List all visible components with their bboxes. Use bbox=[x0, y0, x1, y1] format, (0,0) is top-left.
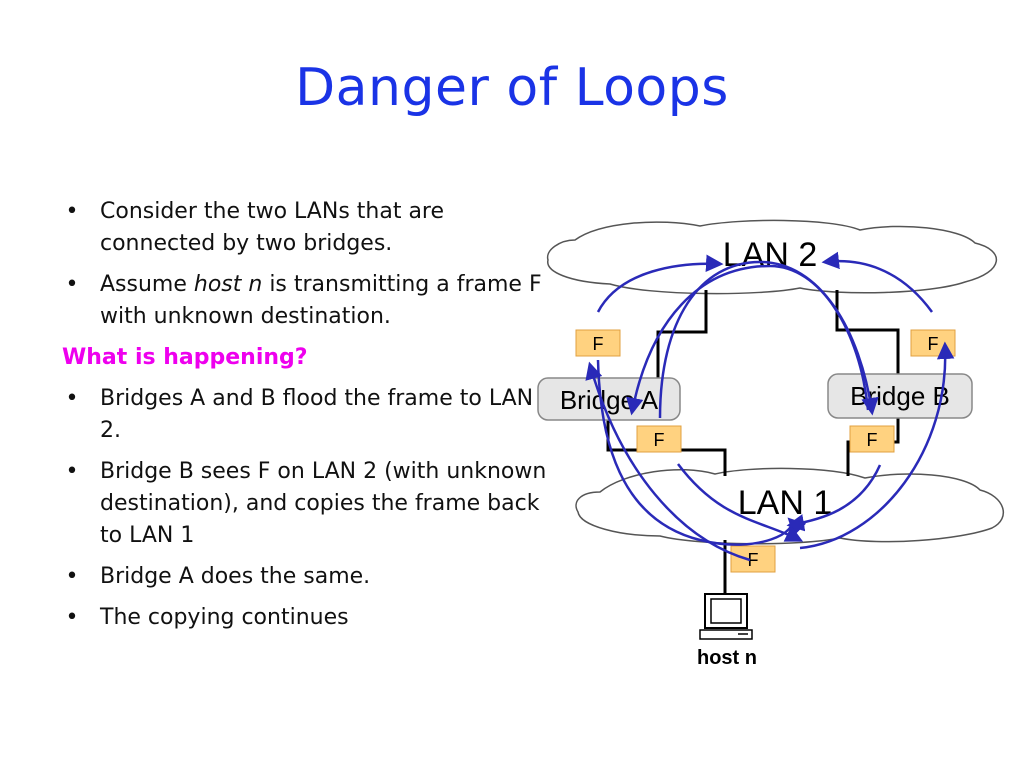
arrow-lan1-to-b bbox=[799, 341, 955, 550]
bullet-item: • Consider the two LANs that are connect… bbox=[62, 196, 552, 260]
bridge-a-lan2-link bbox=[656, 290, 708, 378]
frame-label: F bbox=[748, 550, 759, 570]
host-label: host n bbox=[697, 647, 757, 669]
frame-label: F bbox=[928, 334, 939, 354]
bridge-b: Bridge B bbox=[827, 373, 973, 419]
lan1-cloud: LAN 1 bbox=[575, 467, 1004, 545]
bullet-item: • Bridges A and B flood the frame to LAN… bbox=[62, 383, 552, 447]
arrow-lan2-to-a bbox=[626, 264, 870, 416]
bullet-text-post: is transmitting a frame F with unknown d… bbox=[100, 272, 542, 329]
bullet-text-pre: Assume bbox=[100, 272, 194, 297]
lan2-label: LAN 2 bbox=[723, 236, 818, 274]
frame-box-a-top: F bbox=[575, 329, 621, 357]
lan1-label: LAN 1 bbox=[738, 484, 833, 522]
bridge-a-label: Bridge A bbox=[560, 385, 659, 415]
bullet-text: The copying continues bbox=[100, 605, 349, 630]
frame-label: F bbox=[867, 430, 878, 450]
arrow-lan1-to-a bbox=[585, 361, 751, 562]
arrow-a-to-lan2 bbox=[596, 254, 724, 313]
bullet-item: • The copying continues bbox=[62, 602, 552, 634]
bullet-text: Bridge B sees F on LAN 2 (with unknown d… bbox=[100, 459, 547, 548]
frame-box-b-bottom: F bbox=[849, 425, 895, 453]
bullet-text-emphasis: host n bbox=[193, 272, 263, 297]
bullet-marker: • bbox=[65, 199, 79, 224]
bridge-b-lan2-link bbox=[835, 290, 900, 375]
section-heading: What is happening? bbox=[62, 345, 308, 370]
bullet-text: Bridge A does the same. bbox=[100, 564, 371, 589]
computer-icon bbox=[699, 593, 753, 640]
frame-box-b-top: F bbox=[910, 329, 956, 357]
arrow-b-to-lan1 bbox=[786, 464, 882, 532]
arrow-a-to-lan1 bbox=[596, 359, 807, 546]
arrow-b-to-lan2 bbox=[821, 251, 934, 313]
frame-label: F bbox=[654, 430, 665, 450]
bullet-item: • Bridge A does the same. bbox=[62, 561, 552, 593]
slide-title: Danger of Loops bbox=[295, 58, 729, 118]
bridge-a: Bridge A bbox=[537, 377, 681, 421]
bullet-text: Bridges A and B flood the frame to LAN 2… bbox=[100, 386, 534, 443]
bullet-list: • Consider the two LANs that are connect… bbox=[62, 196, 552, 643]
frame-box-host: F bbox=[730, 545, 776, 573]
bullet-marker: • bbox=[65, 605, 79, 630]
bullet-item: • Bridge B sees F on LAN 2 (with unknown… bbox=[62, 456, 552, 552]
bullet-marker: • bbox=[65, 564, 79, 589]
bullet-marker: • bbox=[65, 272, 79, 297]
frame-box-a-bottom: F bbox=[636, 425, 682, 453]
bullet-marker: • bbox=[65, 386, 79, 411]
bullet-item: • Assume host n is transmitting a frame … bbox=[62, 269, 552, 333]
frame-label: F bbox=[593, 334, 604, 354]
loop-arrows bbox=[585, 251, 955, 562]
arrow-a-lan1-flow bbox=[677, 463, 804, 542]
lan2-cloud: LAN 2 bbox=[546, 219, 997, 295]
bullet-text: Consider the two LANs that are connected… bbox=[100, 199, 445, 256]
bullet-marker: • bbox=[65, 459, 79, 484]
